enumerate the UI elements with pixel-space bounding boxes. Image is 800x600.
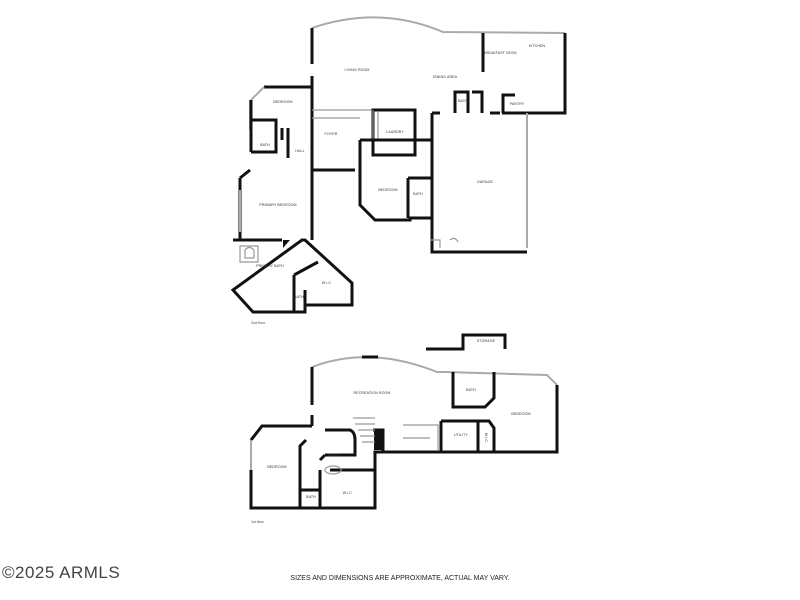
room-label-foyer: Foyer — [324, 132, 338, 136]
lower-floor-walls — [249, 333, 559, 510]
room-label-bath: Bath — [306, 495, 316, 499]
room-label-wic: W.I.C. — [484, 432, 488, 444]
lower-bath-walls — [451, 372, 496, 409]
room-label-bedroom: Bedroom — [267, 465, 287, 469]
room-label-bath: Bath — [294, 295, 304, 299]
room-label-utility: Utility — [453, 433, 469, 437]
room-label-primary-bedroom: Primary Bedroom — [259, 203, 297, 207]
room-label-bedroom: Bedroom — [273, 100, 293, 104]
room-label-kitchen: Kitchen — [528, 44, 546, 48]
room-label-primary-bath: Primary Bath — [256, 264, 284, 268]
upper-floor-walls — [230, 16, 567, 314]
room-label-bedroom: Bedroom — [511, 412, 531, 416]
room-label-laundry: Laundry — [386, 130, 404, 134]
room-label-bath: Bath — [329, 453, 339, 457]
room-label-garage: Garage — [477, 180, 493, 184]
watermark: ©2025 ARMLS — [2, 563, 121, 582]
room-label-bath: Bath — [466, 388, 476, 392]
room-label-bath: Bath — [413, 192, 423, 196]
room-label-bedroom: Bedroom — [378, 188, 398, 192]
room-label-storage: Storage — [476, 339, 496, 343]
storage-walls — [426, 333, 507, 351]
living-room-windows — [311, 16, 566, 34]
room-label-wic: W.I.C. — [342, 491, 354, 495]
room-label-dining-area: Dining Area — [432, 75, 458, 79]
room-label-bath: Bath — [458, 99, 468, 103]
room-label-hall: Hall — [295, 149, 305, 153]
room-label-wic: W.I.C. — [321, 281, 333, 285]
room-label-breakfast-nook: Breakfast Nook — [482, 51, 518, 55]
room-label-pantry: Pantry — [509, 102, 525, 106]
room-label-bath: Bath — [260, 143, 270, 147]
disclaimer: SIZES AND DIMENSIONS ARE APPROXIMATE, AC… — [290, 575, 510, 582]
floor-label-lower: 1st floor — [251, 520, 264, 524]
floor-label-upper: 2nd floor — [251, 321, 265, 325]
room-label-recreation-room: Recreation Room — [353, 391, 391, 395]
room-label-living-room: Living Room — [344, 68, 370, 72]
